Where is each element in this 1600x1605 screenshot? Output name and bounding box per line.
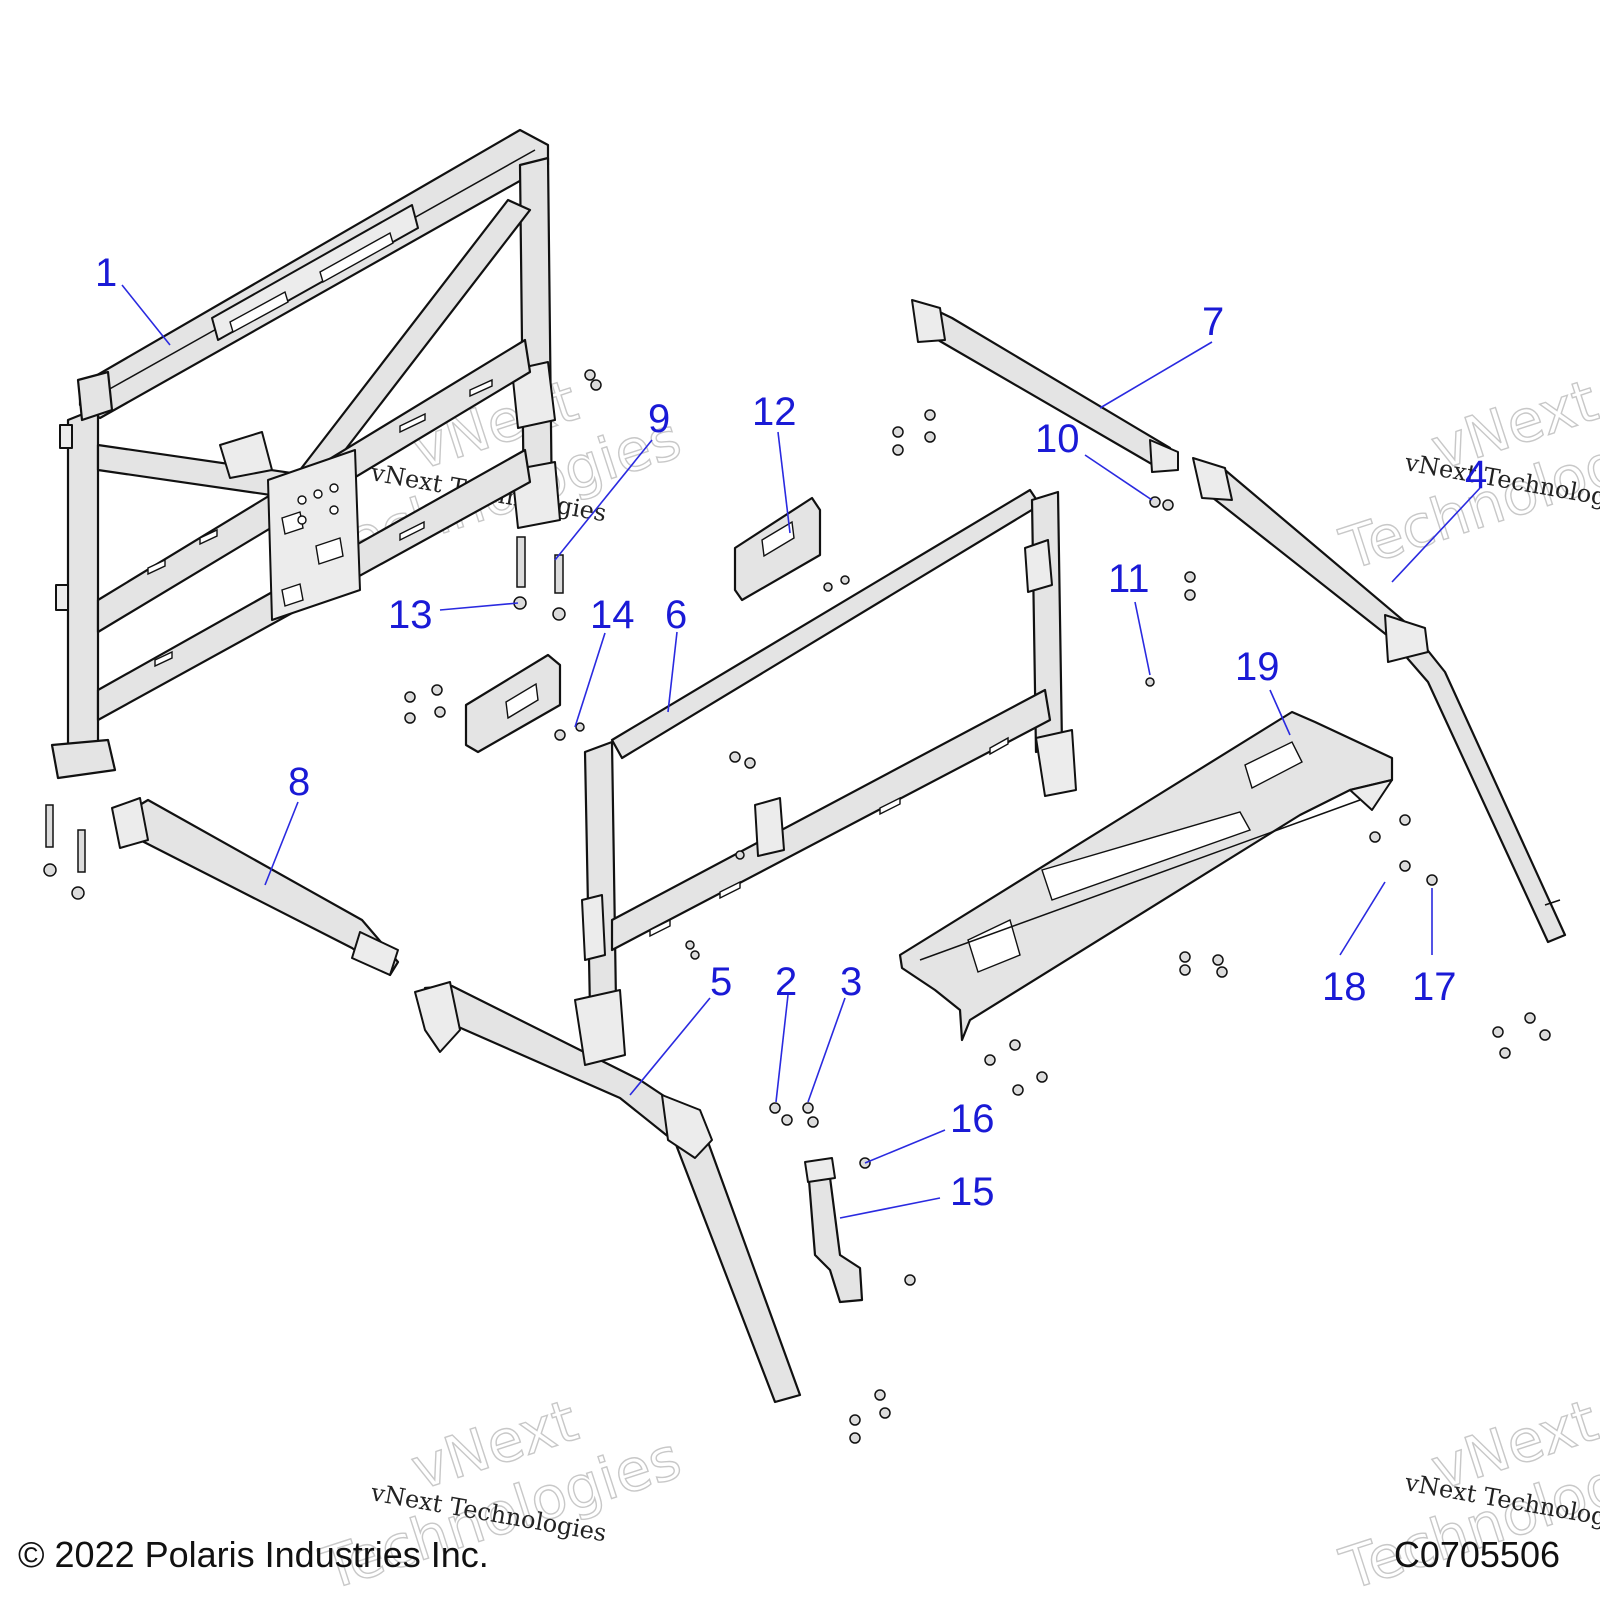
callout-3: 3 [840,960,862,1004]
callout-16: 16 [950,1097,995,1141]
callout-4: 4 [1465,453,1487,497]
callout-11: 11 [1108,557,1150,601]
callout-10: 10 [1035,417,1080,461]
part-grab-handle-pad-lower [464,653,562,754]
callout-8: 8 [288,760,310,804]
part-rear-frame [574,488,1077,1066]
part-side-tube-right [1192,457,1567,944]
part-upper-bar-right [911,299,1179,473]
part-side-tube-left [414,981,802,1404]
callout-17: 17 [1412,965,1457,1009]
callout-9: 9 [648,397,670,441]
hardware-fasteners [43,369,1551,1444]
leader-lines [121,284,1481,1219]
callout-12: 12 [752,390,797,434]
figure-id: C0705506 [1393,1534,1560,1575]
callout-6: 6 [665,593,687,637]
part-upper-bar-left [111,797,400,977]
callout-13: 13 [388,593,433,637]
part-rear-cab-frame [50,128,561,780]
part-rear-panel [898,710,1394,1042]
part-strap-bracket [804,1157,864,1304]
callout-19: 19 [1235,645,1280,689]
callout-7: 7 [1202,300,1224,344]
callout-15: 15 [950,1170,995,1214]
copyright-notice: © 2022 Polaris Industries Inc. [18,1534,489,1575]
part-grab-handle-pad-upper [733,496,822,602]
callout-1: 1 [95,251,117,295]
callout-2: 2 [775,960,797,1004]
callout-14: 14 [590,593,635,637]
callouts: 1 2 3 4 5 6 7 8 9 10 11 12 13 14 15 16 1… [95,251,1487,1214]
callout-18: 18 [1322,965,1367,1009]
callout-5: 5 [710,960,732,1004]
